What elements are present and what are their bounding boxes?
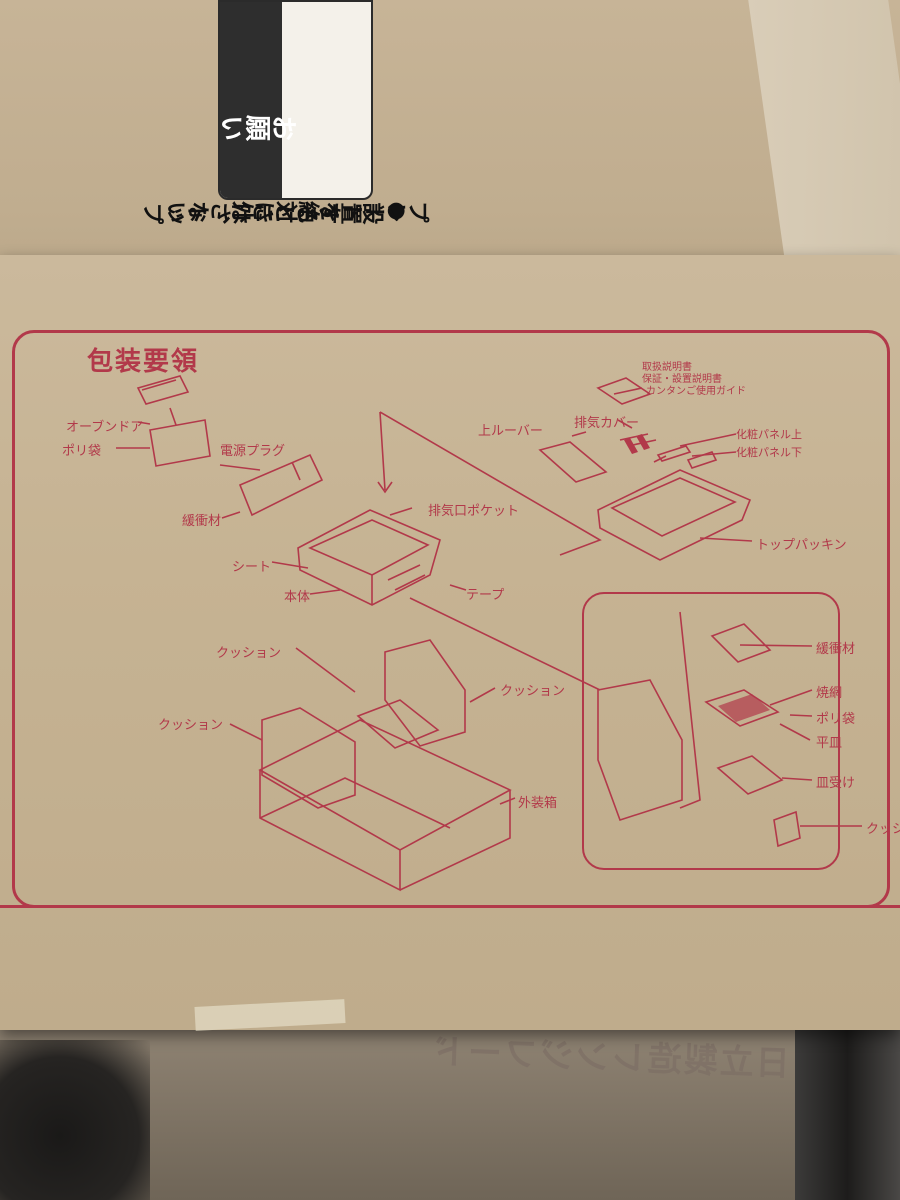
panel-title: 包装要領 [87, 347, 200, 377]
label-exhaust-cover: 排気カバー [574, 416, 640, 431]
label-main-body: 本体 [284, 590, 311, 605]
cushion-right-drawing [384, 639, 466, 747]
label-flat-tray: 平皿 [816, 736, 843, 751]
inset-cushioning-drawing [710, 623, 772, 663]
label-poly-bag: ポリ袋 [62, 444, 102, 459]
label-cushion-right: クッション [500, 684, 566, 699]
cushion-left-drawing [261, 707, 356, 809]
label-oven-door: オーブンドア [66, 420, 144, 435]
dark-object-bottom-right [795, 1000, 900, 1200]
label-manuals-line-1: 取扱説明書 [642, 362, 692, 373]
label-inset-cushioning: 緩衝材 [816, 642, 856, 657]
label-exhaust-pocket: 排気口ポケット [428, 504, 520, 519]
label-grill-net: 焼網 [816, 686, 843, 701]
inset-cushion-drawing [773, 810, 801, 848]
label-power-plug: 電源プラグ [220, 444, 286, 459]
main-body-drawing [297, 509, 441, 606]
tray-receiver-drawing [716, 755, 784, 795]
label-cushioning: 緩衝材 [182, 514, 222, 529]
label-manuals-line-3: カンタンご使用ガイド [646, 386, 746, 397]
label-outer-box: 外装箱 [518, 796, 558, 811]
label-sheet: シート [232, 560, 272, 575]
grill-net-drawing [704, 689, 780, 727]
label-tape: テープ [466, 588, 505, 603]
label-makeup-panel-lower: 化粧パネル下 [736, 446, 802, 459]
outer-box-drawing [258, 719, 512, 892]
top-assembly-drawing [597, 469, 752, 561]
dark-object-bottom-left [0, 1040, 150, 1200]
accessories-inset-box [582, 592, 840, 870]
upper-cardboard-box [0, 0, 900, 300]
label-tray-receiver: 皿受け [816, 776, 856, 791]
floor [0, 1025, 900, 1200]
bottom-printed-line [0, 905, 900, 908]
label-inset-poly-bag: ポリ袋 [816, 712, 856, 727]
oven-door-drawing [136, 375, 190, 405]
manual-sheet-drawing [596, 377, 652, 405]
cushion-flat-drawing [356, 699, 440, 749]
cushioning-tube-drawing [238, 453, 324, 517]
unit-side-drawing [597, 679, 683, 821]
label-cushion-left: クッション [158, 718, 224, 733]
exhaust-arrow [377, 411, 393, 494]
label-top-packing: トップパッキン [756, 538, 847, 553]
label-cushion-top: クッション [216, 646, 282, 661]
label-upper-louver: 上ルーバー [478, 424, 543, 439]
label-makeup-panel-upper: 化粧パネル上 [736, 428, 802, 441]
label-inset-cushion: クッシ [866, 822, 900, 837]
notice-label: お願い ●設置するときは、トップ プレートを絶対に外さない [143, 0, 430, 224]
label-manuals-line-2: 保証・設置説明書 [642, 374, 722, 385]
poly-bag-drawing [149, 419, 211, 467]
upper-louver-drawing [538, 441, 608, 483]
notice-label-header: お願い [220, 2, 298, 198]
